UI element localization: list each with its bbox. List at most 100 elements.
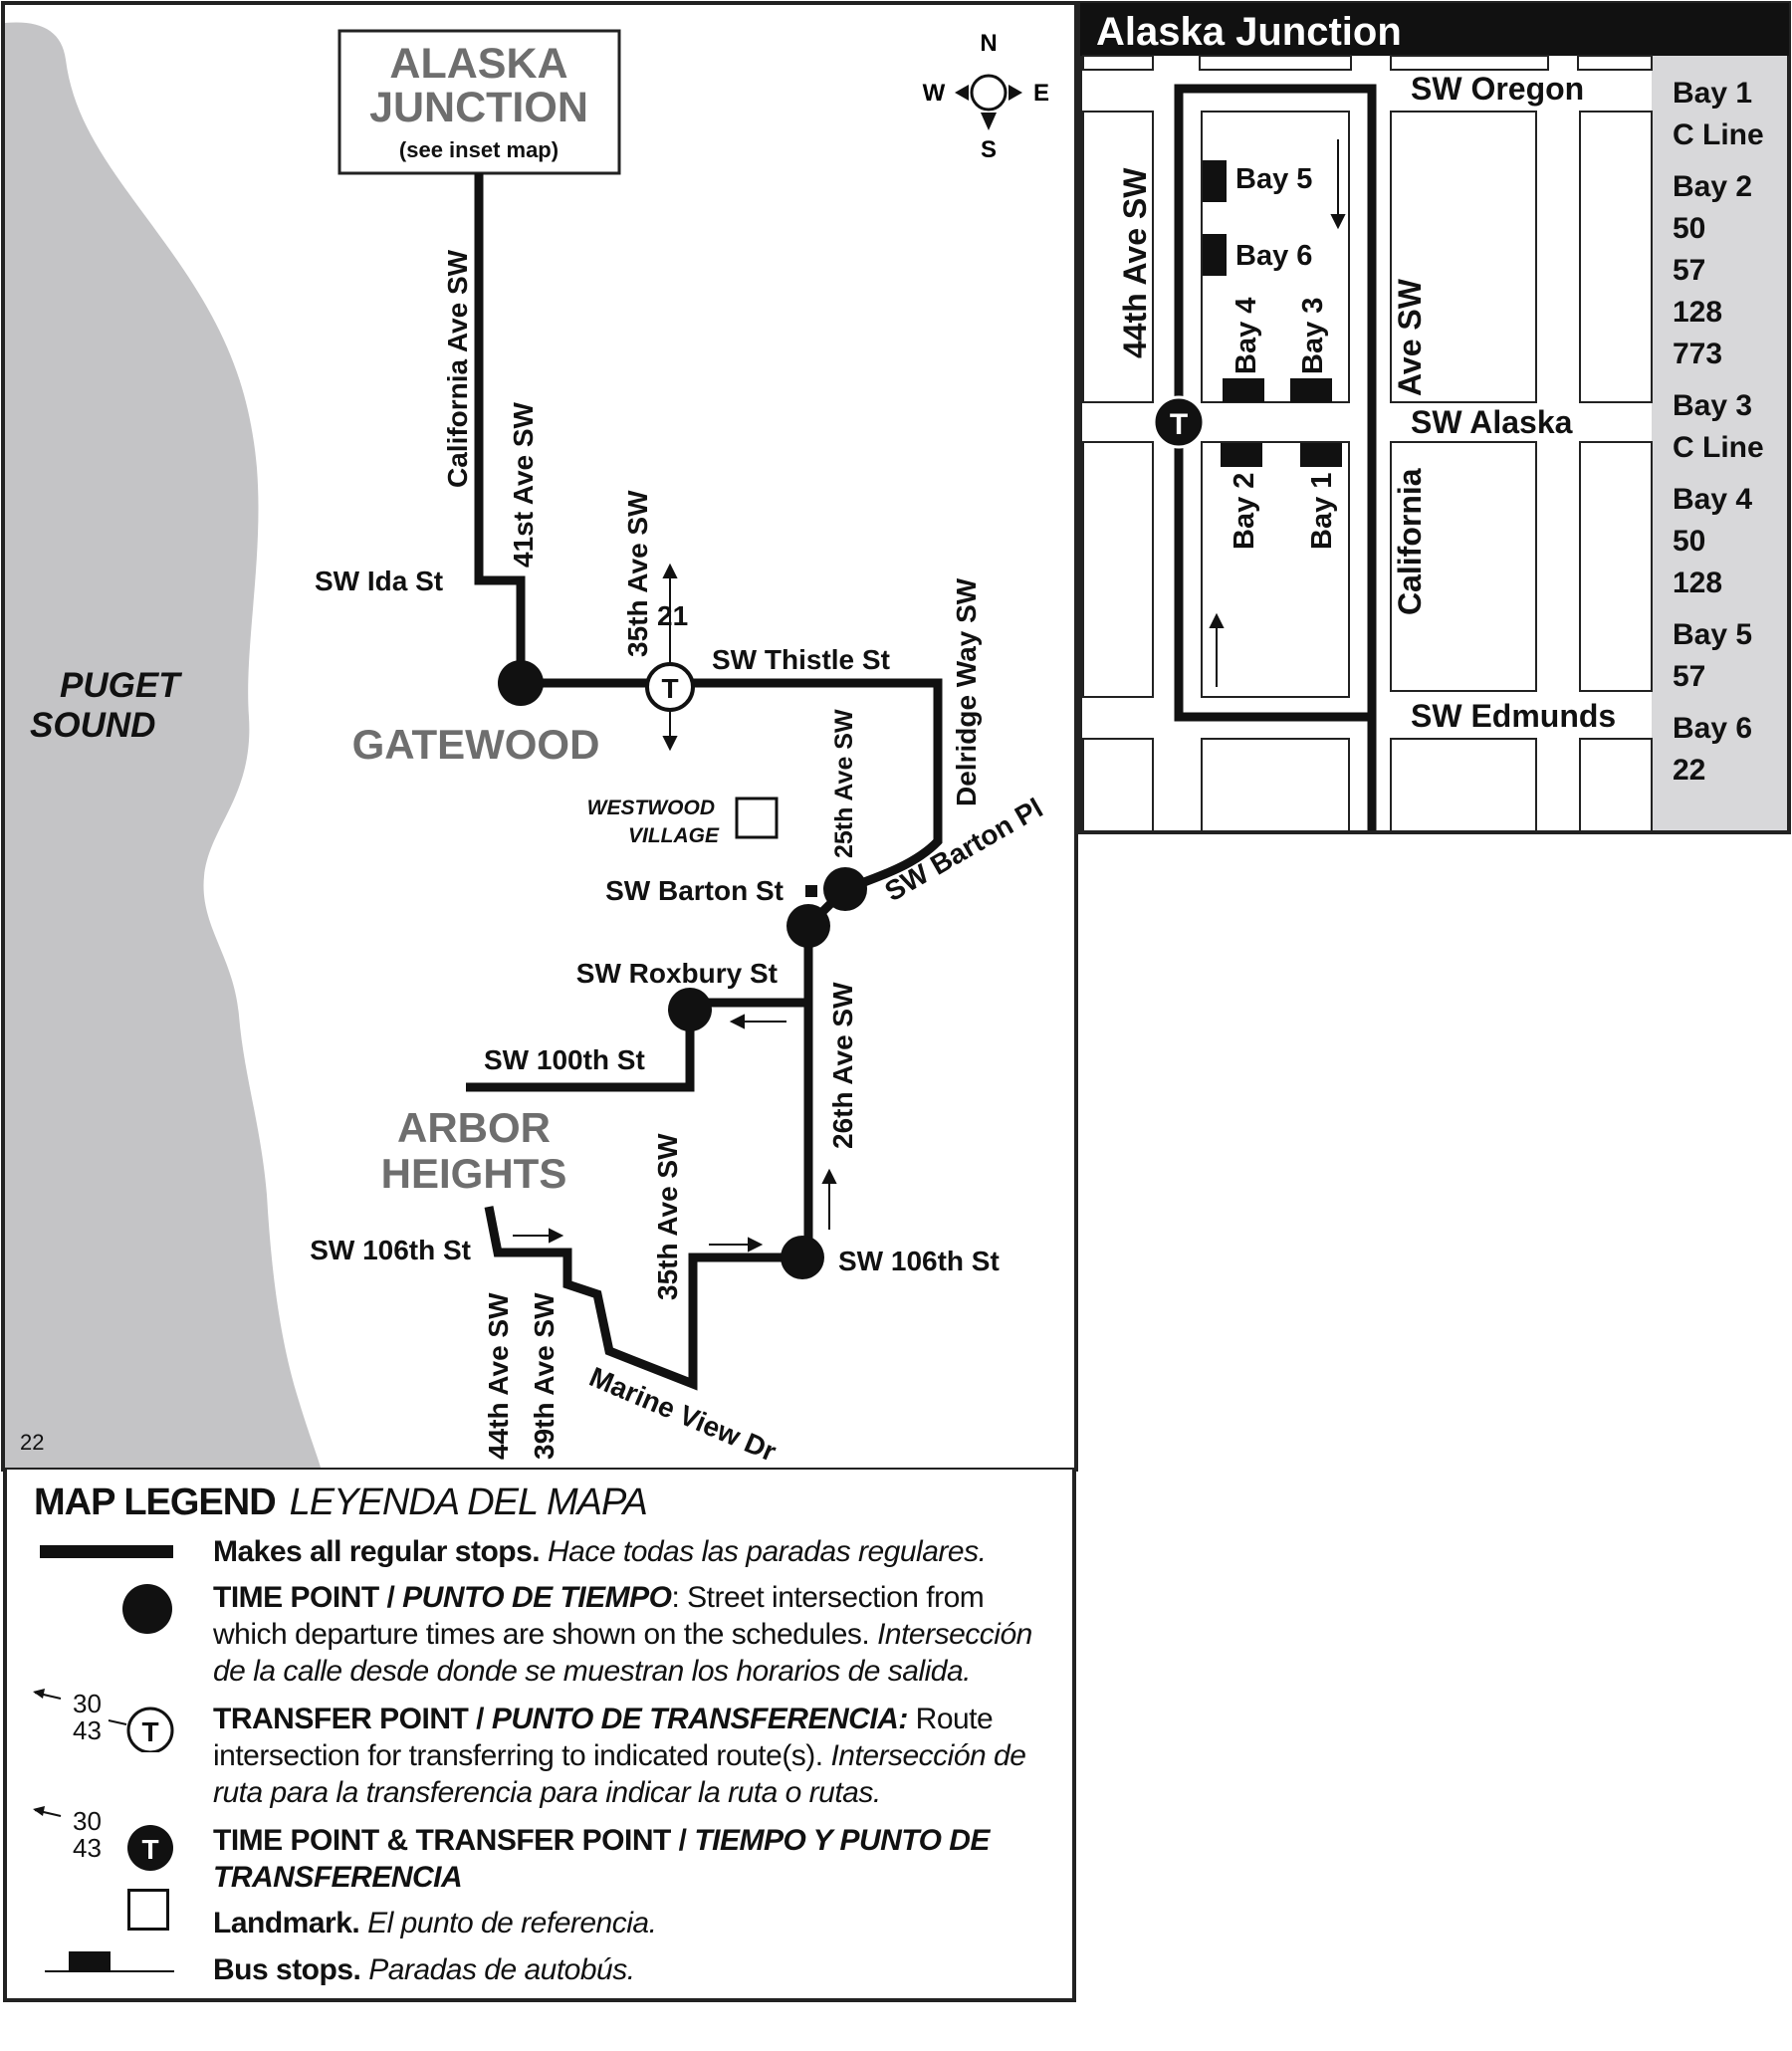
bay-1-stop [1300,443,1342,467]
transfer-point-35th[interactable]: T [645,662,695,712]
bay-list-heading: Bay 4 [1673,483,1752,516]
svg-text:T: T [141,1834,158,1865]
legend-landmark-icon [127,1889,169,1931]
compass-n: N [980,30,997,57]
bay-list-route: 128 [1673,296,1722,329]
bay-list-route: 50 [1673,212,1705,245]
inset-route-line [1174,84,1377,830]
bay-6-stop [1203,234,1227,276]
legend-tr-b: TRANSFER POINT / [213,1703,492,1735]
westwood-village-landmark [735,797,779,839]
legend-tp-r: : Street intersection from which departu… [213,1581,985,1651]
bay-6-label: Bay 6 [1235,240,1312,272]
bay-5-stop [1203,160,1227,202]
legend-tp-b: TIME POINT / [213,1581,403,1614]
time-point-gatewood [498,660,544,706]
legend-tr-r: Route intersection for transferring to i… [213,1703,994,1772]
inset-blocks [1082,55,1653,833]
arbor-label-line2: HEIGHTS [381,1150,567,1197]
legend-title-en: MAP LEGEND [34,1481,277,1523]
legend-row-bus-stops: Bus stops. Paradas de autobús. [213,1951,1059,1988]
compass-w: W [923,80,946,107]
legend-tr-route-43: 43 [73,1715,102,1745]
street-106th-west: SW 106th St [310,1235,471,1265]
inset-bus-stops [1203,160,1342,467]
legend-row-time-transfer: TIME POINT & TRANSFER POINT / TIEMPO Y P… [213,1822,1059,1896]
street-thistle: SW Thistle St [712,644,890,675]
legend-time-transfer-icon: 30 43 T [33,1806,173,1871]
page-number: 22 [20,1430,44,1455]
water-label-line1: PUGET [60,666,182,705]
inset-map: Alaska Junction [1078,1,1791,834]
legend-tr-i: Intersección de ruta para la transferenc… [213,1739,1026,1809]
legend-tt-bi: TIEMPO Y PUNTO DE TRANSFERENCIA [213,1824,990,1894]
bay-list-heading: Bay 1 [1673,77,1752,110]
puget-sound-water [5,22,321,1468]
legend-tr-route-30: 30 [73,1689,102,1718]
street-100th: SW 100th St [484,1044,645,1075]
street-25th: 25th Ave SW [830,709,858,858]
bay-list-route: C Line [1673,118,1764,151]
street-delridge: Delridge Way SW [951,577,982,806]
bay-list-route: 57 [1673,254,1705,287]
legend-lm-b: Landmark. [213,1907,360,1939]
inset-street-california-b: Ave SW [1392,278,1428,396]
bay-1-label: Bay 1 [1306,473,1338,550]
direction-arrows [513,563,837,1253]
street-ida: SW Ida St [315,566,443,596]
westwood-line1: WESTWOOD [587,797,715,819]
bay-list-route: 50 [1673,525,1705,558]
svg-text:T: T [661,673,678,704]
street-26th: 26th Ave SW [827,982,858,1149]
bay-list-heading: Bay 6 [1673,712,1752,745]
compass-icon: N S E W [923,30,1049,163]
bay-list-heading: Bay 5 [1673,618,1752,651]
bay-3-label: Bay 3 [1297,298,1329,374]
inset-direction-arrows [1209,139,1346,687]
inset-street-alaska: SW Alaska [1411,404,1573,440]
legend-tr-bi: PUNTO DE TRANSFERENCIA: [491,1703,908,1735]
street-california: California Ave SW [442,249,473,488]
route-21-label: 21 [657,600,688,631]
legend-title-es: LEYENDA DEL MAPA [289,1481,648,1523]
inset-title-bar [1080,3,1789,56]
gatewood-label: GATEWOOD [352,721,600,768]
time-point-roxbury [668,988,712,1031]
legend-row-time-point: TIME POINT / PUNTO DE TIEMPO: Street int… [213,1579,1059,1690]
street-barton-st: SW Barton St [605,875,784,906]
legend-row-landmark: Landmark. El punto de referencia. [213,1905,1059,1941]
inset-street-california-a: California [1392,468,1428,615]
compass-e: E [1033,80,1049,107]
legend-bs-i: Paradas de autobús. [368,1953,635,1986]
legend-route-line-symbol [40,1545,173,1558]
legend-tt-route-43: 43 [73,1833,102,1863]
bay-2-label: Bay 2 [1229,473,1260,550]
water-label-line2: SOUND [30,706,155,745]
inset-bay-panel [1652,56,1787,830]
legend-title: MAP LEGEND LEYENDA DEL MAPA [34,1481,648,1524]
street-35th-north: 35th Ave SW [622,490,653,657]
inset-transfer-point[interactable]: T [1152,395,1206,449]
alaska-box-line2: JUNCTION [369,84,588,131]
alaska-junction-box[interactable] [337,29,621,175]
svg-text:T: T [141,1716,158,1747]
bay-list-route: C Line [1673,431,1764,464]
legend-tp-bi: PUNTO DE TIEMPO [402,1581,672,1614]
legend-tt-route-30: 30 [73,1806,102,1836]
bay-list-heading: Bay 2 [1673,170,1752,203]
bay-4-stop [1223,378,1264,402]
alaska-box-line1: ALASKA [389,40,567,88]
arbor-label-line1: ARBOR [397,1104,551,1151]
bay-list-route: 773 [1673,338,1722,370]
time-point-barton-st [786,904,830,948]
legend-time-point-icon [122,1584,172,1634]
legend-transfer-point-icon: 30 43 T [33,1689,174,1752]
bay-3-stop [1290,378,1332,402]
legend-bs-b: Bus stops. [213,1953,361,1986]
street-39th: 39th Ave SW [529,1292,560,1460]
svg-text:T: T [1170,408,1188,441]
bay-2-stop [1221,443,1262,467]
time-points [498,660,867,1279]
